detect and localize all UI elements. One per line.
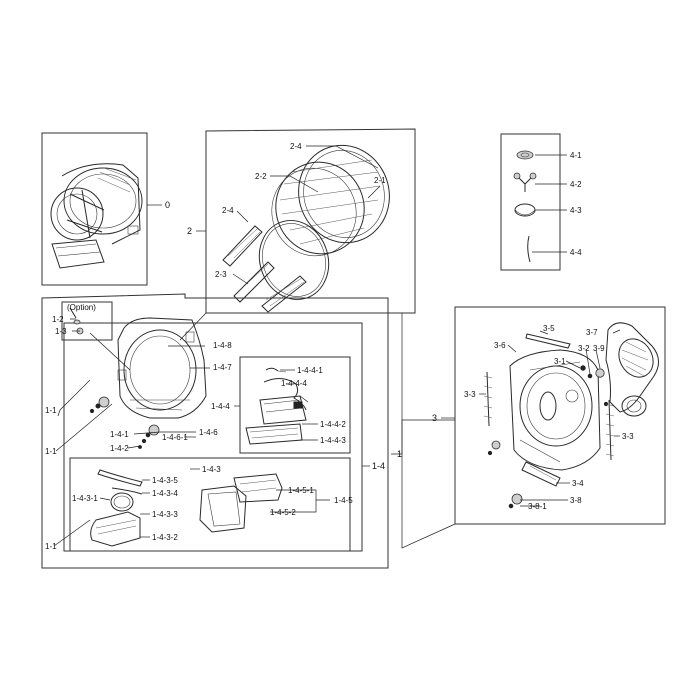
- label-4-4: 4-4: [570, 248, 582, 257]
- label-2-4-top: 2-4: [290, 142, 302, 151]
- label-1-4-1: 1-4-1: [110, 430, 129, 439]
- label-1-4-2: 1-4-2: [110, 444, 129, 453]
- label-3-5: 3-5: [543, 324, 555, 333]
- label-2-1: 2-1: [374, 176, 386, 185]
- label-4-1: 4-1: [570, 151, 582, 160]
- label-1-1-c: 1-1: [45, 542, 57, 551]
- label-2-4-left: 2-4: [222, 206, 234, 215]
- label-1-1-b: 1-1: [45, 447, 57, 456]
- label-1-4-5: 1-4-5: [334, 496, 353, 505]
- label-1-4-3-4: 1-4-3-4: [152, 489, 178, 498]
- label-1-4-3: 1-4-3: [202, 465, 221, 474]
- label-1-4-5-2: 1-4-5-2: [270, 508, 296, 517]
- sub-1-4-3-frame: [69, 457, 351, 552]
- leader-lines: [53, 145, 621, 549]
- label-1-4-3-2: 1-4-3-2: [152, 533, 178, 542]
- label-3-3-right: 3-3: [622, 432, 634, 441]
- label-2-2: 2-2: [255, 172, 267, 181]
- label-1-4-4-4: 1-4-4-4: [281, 379, 307, 388]
- label-1-4: 1-4: [372, 461, 385, 471]
- label-1-4-4: 1-4-4: [211, 402, 230, 411]
- option-box-frame: [61, 301, 113, 341]
- dryer-assembly-drawing: [50, 163, 143, 269]
- label-1-4-6-1: 1-4-6-1: [162, 433, 188, 442]
- label-1-4-4-1: 1-4-4-1: [297, 366, 323, 375]
- label-3-6: 3-6: [494, 341, 506, 350]
- label-3-7: 3-7: [586, 328, 598, 337]
- label-2-3: 2-3: [215, 270, 227, 279]
- lint-duct-drawing: [90, 469, 283, 547]
- label-3-4: 3-4: [572, 479, 584, 488]
- label-1-4-8: 1-4-8: [213, 341, 232, 350]
- label-0: 0: [165, 200, 170, 210]
- label-1-4-3-5: 1-4-3-5: [152, 476, 178, 485]
- label-1-4-6: 1-4-6: [199, 428, 218, 437]
- label-3-9: 3-9: [593, 344, 605, 353]
- label-1-2: 1-2: [52, 315, 64, 324]
- door-lock-drawing: [245, 367, 307, 445]
- label-3-8: 3-8: [570, 496, 582, 505]
- label-2: 2: [187, 226, 192, 236]
- front-group-1-frame: [41, 293, 389, 569]
- hose-group-4-frame: [500, 133, 561, 271]
- label-3-3-left: 3-3: [464, 390, 476, 399]
- label-3-2: 3-2: [578, 344, 590, 353]
- front-panel-drawing: [69, 307, 207, 449]
- assembly-0-frame: [41, 132, 148, 286]
- label-3-8-1: 3-8-1: [528, 502, 547, 511]
- sub-1-4-4-frame: [239, 356, 351, 454]
- label-1-3: 1-3: [55, 327, 67, 336]
- label-3: 3: [432, 413, 437, 423]
- drum-group-2-frame: [205, 128, 416, 314]
- label-1-4-7: 1-4-7: [213, 363, 232, 372]
- label-1-4-4-2: 1-4-4-2: [320, 420, 346, 429]
- label-1-1-a: 1-1: [45, 406, 57, 415]
- label-3-1: 3-1: [554, 357, 566, 366]
- rear-group-3-frame: [454, 306, 666, 525]
- label-1-4-3-3: 1-4-3-3: [152, 510, 178, 519]
- option-label: (Option): [67, 303, 96, 312]
- label-1-4-3-1: 1-4-3-1: [72, 494, 98, 503]
- label-1-4-4-3: 1-4-4-3: [320, 436, 346, 445]
- hose-parts-drawing: [513, 150, 537, 263]
- label-1-4-5-1: 1-4-5-1: [288, 486, 314, 495]
- label-1: 1: [397, 449, 402, 459]
- drum-drawing: [222, 144, 390, 313]
- part-number-labels: 0 2 2-4 2-2 2-1 2-4 2-3 (Option) 1-2 1-3…: [45, 142, 634, 551]
- label-4-3: 4-3: [570, 206, 582, 215]
- front-sub-1-4-frame: [63, 322, 363, 552]
- label-4-2: 4-2: [570, 180, 582, 189]
- rear-panel-drawing: [483, 322, 659, 509]
